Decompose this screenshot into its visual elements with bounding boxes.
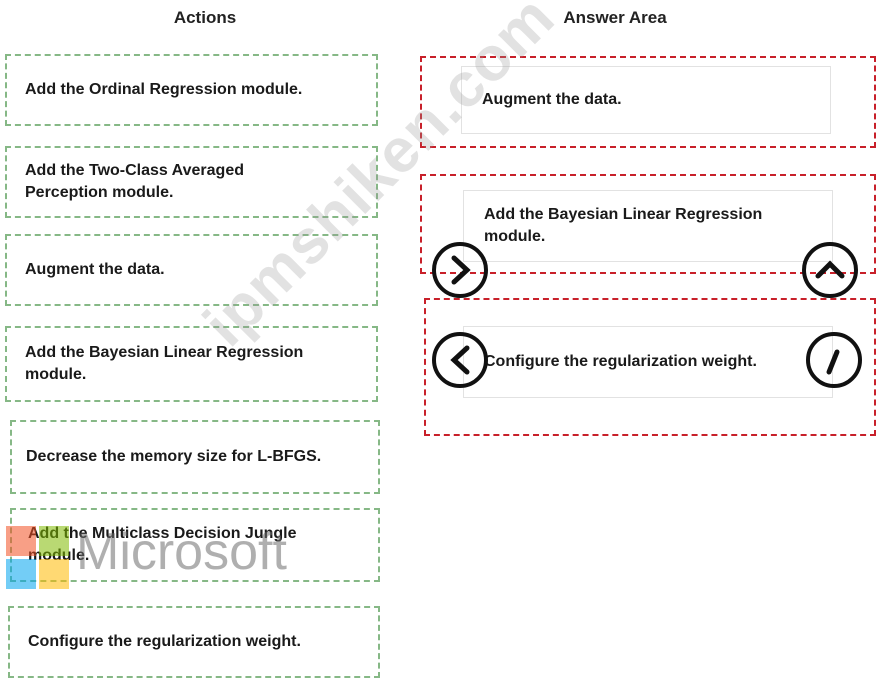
answer-slot-3[interactable] [424,298,876,436]
action-item-multiclass-decision-jungle[interactable]: Add the Multiclass Decision Jungle modul… [10,508,380,582]
action-item-two-class-averaged-perception[interactable]: Add the Two-Class Averaged Perception mo… [5,146,378,218]
answer-slot-2[interactable] [420,174,876,274]
action-item-augment-data[interactable]: Augment the data. [5,234,378,306]
answer-item-augment-data[interactable]: Augment the data. [461,66,831,134]
answer-area-heading: Answer Area [563,8,667,27]
action-item-ordinal-regression[interactable]: Add the Ordinal Regression module. [5,54,378,126]
action-item-bayesian-linear-regression[interactable]: Add the Bayesian Linear Regression modul… [5,326,378,402]
action-item-configure-regularization[interactable]: Configure the regularization weight. [8,606,380,678]
actions-heading: Actions [173,8,237,27]
answer-item-bayesian-linear-regression[interactable]: Add the Bayesian Linear Regression modul… [463,190,833,262]
answer-item-configure-regularization[interactable]: Configure the regularization weight. [463,326,833,398]
chevron-down-icon[interactable] [804,330,864,390]
chevron-right-icon[interactable] [430,240,490,300]
answer-slot-1[interactable] [420,56,876,148]
chevron-left-icon[interactable] [430,330,490,390]
chevron-up-icon[interactable] [800,240,860,300]
action-item-decrease-memory-lbfgs[interactable]: Decrease the memory size for L-BFGS. [10,420,380,494]
